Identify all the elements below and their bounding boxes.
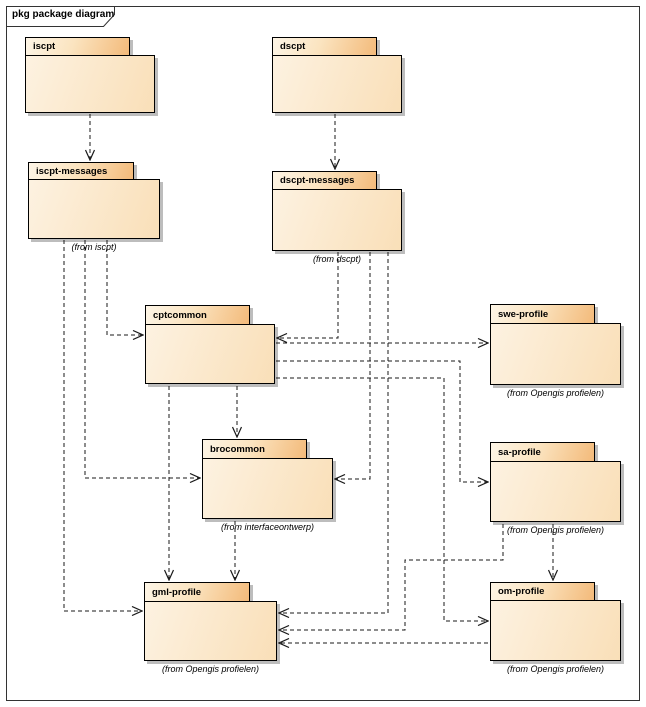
package-from-caption: (from interfaceontwerp) (220, 522, 315, 532)
package-from-caption: (from dscpt) (312, 254, 361, 264)
package-body (202, 458, 333, 519)
package-tab: iscpt-messages (28, 162, 134, 180)
package-swe-profile[interactable]: swe-profile (from Opengis profielen) (490, 304, 621, 398)
package-name: cptcommon (153, 309, 207, 321)
package-iscpt[interactable]: iscpt (25, 37, 155, 113)
package-from-caption: (from Opengis profielen) (506, 664, 605, 674)
dependency-sa-profile-to-gml-profile[interactable] (279, 524, 504, 630)
package-name: iscpt-messages (36, 165, 108, 177)
package-dscpt[interactable]: dscpt (272, 37, 402, 113)
package-brocommon[interactable]: brocommon (from interfaceontwerp) (202, 439, 333, 532)
package-from-caption: (from Opengis profielen) (161, 664, 260, 674)
package-om-profile[interactable]: om-profile (from Opengis profielen) (490, 582, 621, 674)
package-name: brocommon (210, 443, 265, 455)
package-tab: iscpt (25, 37, 130, 56)
package-tab: gml-profile (144, 582, 250, 602)
package-body (272, 55, 402, 113)
dependency-cptcommon-to-sa-profile[interactable] (276, 360, 488, 482)
package-body (25, 55, 155, 113)
package-name: gml-profile (152, 586, 202, 598)
package-cptcommon[interactable]: cptcommon (145, 305, 275, 384)
package-gml-profile[interactable]: gml-profile (from Opengis profielen) (144, 582, 277, 674)
package-name: om-profile (498, 586, 545, 597)
dependency-iscpt-messages-to-brocommon[interactable] (84, 240, 200, 478)
package-from-caption: (from Opengis profielen) (506, 388, 605, 398)
package-body (272, 189, 402, 251)
package-name: sa-profile (498, 446, 541, 458)
frame-title: pkg package diagram (12, 9, 115, 20)
package-body (490, 461, 621, 522)
package-body (144, 601, 277, 661)
dependency-dscpt-messages-to-cptcommon[interactable] (277, 252, 339, 338)
package-tab: dscpt-messages (272, 171, 377, 190)
package-tab: om-profile (490, 582, 595, 601)
dependency-iscpt-messages-to-gml-profile[interactable] (63, 240, 142, 611)
package-body (490, 323, 621, 385)
package-name: swe-profile (498, 308, 549, 320)
package-tab: brocommon (202, 439, 307, 459)
package-body (490, 600, 621, 661)
package-body (28, 179, 160, 239)
package-dscpt-messages[interactable]: dscpt-messages (from dscpt) (272, 171, 402, 264)
dependency-cptcommon-to-om-profile[interactable] (276, 377, 488, 621)
package-name: dscpt (280, 41, 306, 52)
package-body (145, 324, 275, 384)
dependency-dscpt-messages-to-brocommon[interactable] (335, 252, 371, 479)
package-name: dscpt-messages (280, 175, 355, 186)
package-from-caption: (from Opengis profielen) (506, 525, 605, 535)
dependency-iscpt-messages-to-cptcommon[interactable] (106, 240, 143, 335)
package-name: iscpt (33, 41, 56, 52)
package-tab: cptcommon (145, 305, 250, 325)
package-tab: dscpt (272, 37, 377, 56)
package-tab: sa-profile (490, 442, 595, 462)
package-tab: swe-profile (490, 304, 595, 324)
package-iscpt-messages[interactable]: iscpt-messages (from iscpt) (28, 162, 160, 252)
package-sa-profile[interactable]: sa-profile (from Opengis profielen) (490, 442, 621, 535)
dependency-dscpt-messages-to-gml-profile[interactable] (279, 252, 389, 613)
package-from-caption: (from iscpt) (71, 242, 117, 252)
